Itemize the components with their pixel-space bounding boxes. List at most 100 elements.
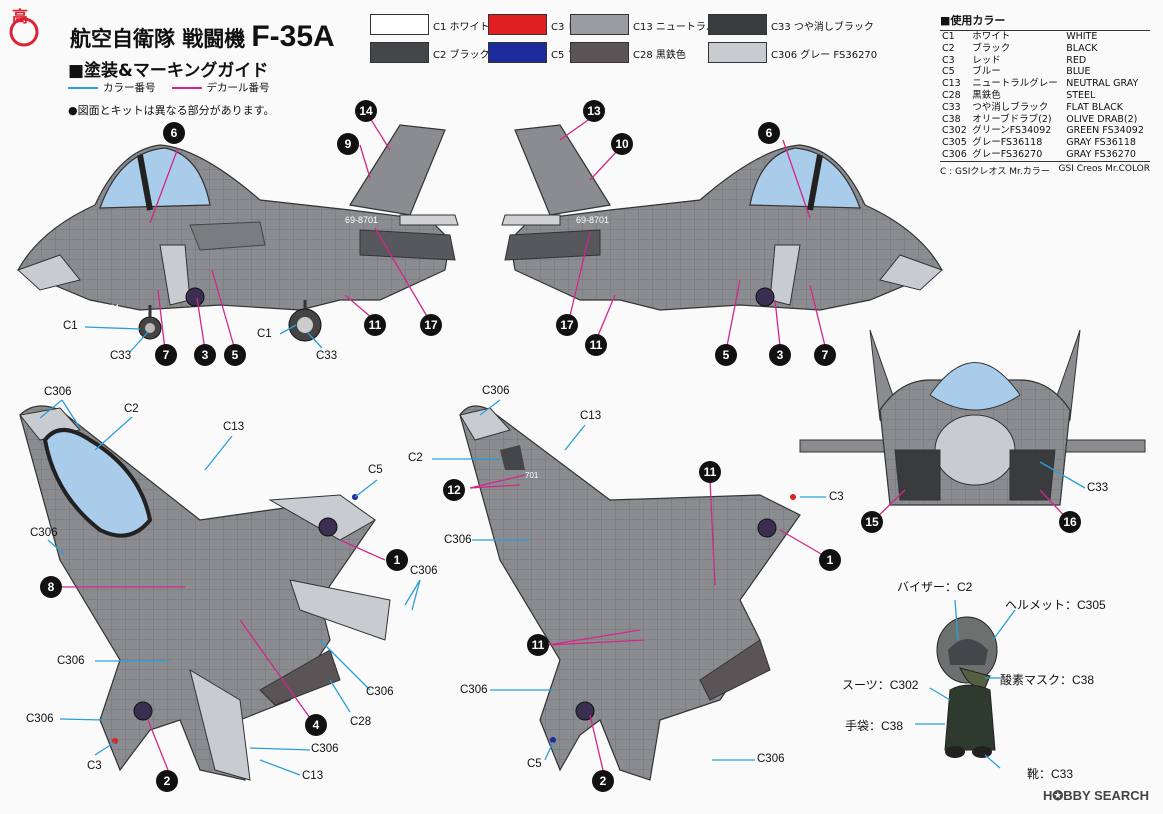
swatch-label-c306: C306 グレー FS36270 [771, 50, 878, 61]
pilot-gloves-label: 手袋：C38 [845, 719, 904, 733]
color-label-c306-bottom-mid: C306 [460, 684, 488, 696]
decal-callout-5b: 5 [715, 344, 737, 366]
decal-callout-11: 11 [364, 314, 386, 336]
color-label-c13-top: C13 [223, 421, 245, 433]
decal-callout-2b: 2 [592, 770, 614, 792]
swatch-c2 [370, 42, 429, 63]
swatch-c13 [570, 14, 629, 35]
decal-callout-3b: 3 [769, 344, 791, 366]
color-label-c306-bottom-left: C306 [444, 534, 472, 546]
pilot-helmet-label: ヘルメット：C305 [1005, 598, 1106, 612]
color-label-c306-top-left: C306 [30, 527, 58, 539]
decal-callout-15: 15 [861, 511, 883, 533]
tail-serial-decal-left: 69-8701 [345, 215, 378, 225]
decal-callout-14: 14 [355, 100, 377, 122]
color-label-c5-top: C5 [368, 464, 383, 476]
color-label-c1-side: C1 [63, 320, 78, 332]
color-table-title: ■使用カラー [940, 14, 1006, 27]
swatch-c28 [570, 42, 629, 63]
legend-color-number: カラー番号 [68, 80, 156, 95]
color-label-c306-top-bottom: C306 [26, 713, 54, 725]
pilot-boots-label: 靴：C33 [1027, 767, 1074, 781]
color-label-c3-bottom: C3 [829, 491, 844, 503]
color-label-c306-bottom-stab: C306 [757, 753, 785, 765]
nose-number-decal-bottom: 701 [525, 471, 539, 480]
pilot-figure [936, 616, 998, 758]
decal-callout-3: 3 [194, 344, 216, 366]
color-label-c2-top: C2 [124, 403, 139, 415]
decal-callout-4: 4 [305, 714, 327, 736]
decal-callout-10: 10 [611, 133, 633, 155]
decal-callout-16: 16 [1059, 511, 1081, 533]
leader-lines [39, 107, 1086, 776]
color-label-c306-top-mid: C306 [57, 655, 85, 667]
color-label-c33-front: C33 [1087, 482, 1109, 494]
legend-decal-number: デカール番号 [171, 80, 270, 95]
color-label-c306-top-right: C306 [366, 686, 394, 698]
decal-callout-6: 6 [163, 122, 185, 144]
pilot-visor-label: バイザー：C2 [897, 580, 973, 594]
swatch-label-c1: C1 ホワイト [433, 22, 490, 33]
swatch-c33 [708, 14, 767, 35]
decal-callout-9: 9 [337, 133, 359, 155]
decal-callout-8: 8 [40, 576, 62, 598]
side-view-right [501, 124, 943, 311]
decal-callout-6b: 6 [758, 122, 780, 144]
bottom-view: 701 [459, 405, 801, 781]
front-view [799, 329, 1146, 506]
swatch-c5 [488, 42, 547, 63]
swatch-c1 [370, 14, 429, 35]
line-legend: カラー番号 デカール番号 [68, 80, 286, 95]
decal-callout-7: 7 [155, 344, 177, 366]
color-label-c306-top-tail: C306 [410, 565, 438, 577]
decal-callout-13: 13 [583, 100, 605, 122]
color-label-c13-top-stab: C13 [302, 770, 324, 782]
side-view-left: 701 69-8701 [17, 124, 459, 342]
swatch-label-c2: C2 ブラック [433, 50, 490, 61]
decal-callout-5: 5 [224, 344, 246, 366]
decal-callout-7b: 7 [814, 344, 836, 366]
site-logo: 高 [8, 6, 66, 50]
decal-callout-11c: 11 [699, 461, 721, 483]
pilot-mask-label: 酸素マスク：C38 [1000, 673, 1095, 687]
color-label-c2-bottom: C2 [408, 452, 423, 464]
color-label-c306-nose-bottom: C306 [482, 385, 510, 397]
swatch-label-c28: C28 黒鉄色 [633, 50, 686, 61]
color-label-c306-top-stab: C306 [311, 743, 339, 755]
decal-callout-11b: 11 [585, 334, 607, 356]
swatch-label-c13: C13 ニュートラルグレー [633, 22, 746, 33]
section-subtitle: ■塗装&マーキングガイド [68, 61, 269, 81]
pilot-suit-label: スーツ：C302 [842, 678, 919, 692]
tail-serial-decal-right: 69-8701 [576, 215, 609, 225]
color-table-footnote-en: GSI Creos Mr.COLOR [1058, 163, 1150, 174]
color-label-c13-bottom: C13 [580, 410, 602, 422]
swatch-c3 [488, 14, 547, 35]
decal-callout-1b: 1 [819, 549, 841, 571]
decal-callout-2: 2 [156, 770, 178, 792]
hobby-search-watermark: H✪BBY SEARCH [1043, 788, 1149, 803]
nose-number-decal-left: 701 [105, 303, 120, 313]
decal-callout-11d: 11 [527, 634, 549, 656]
top-view [19, 405, 391, 781]
color-label-c33-wheel: C33 [316, 350, 338, 362]
svg-text:高: 高 [12, 7, 28, 26]
color-label-c1-wheel: C1 [257, 328, 272, 340]
decal-callout-17: 17 [420, 314, 442, 336]
color-label-c5-bottom: C5 [527, 758, 542, 770]
color-table-footnote-jp: C : GSIクレオス Mr.カラー [940, 166, 1050, 177]
